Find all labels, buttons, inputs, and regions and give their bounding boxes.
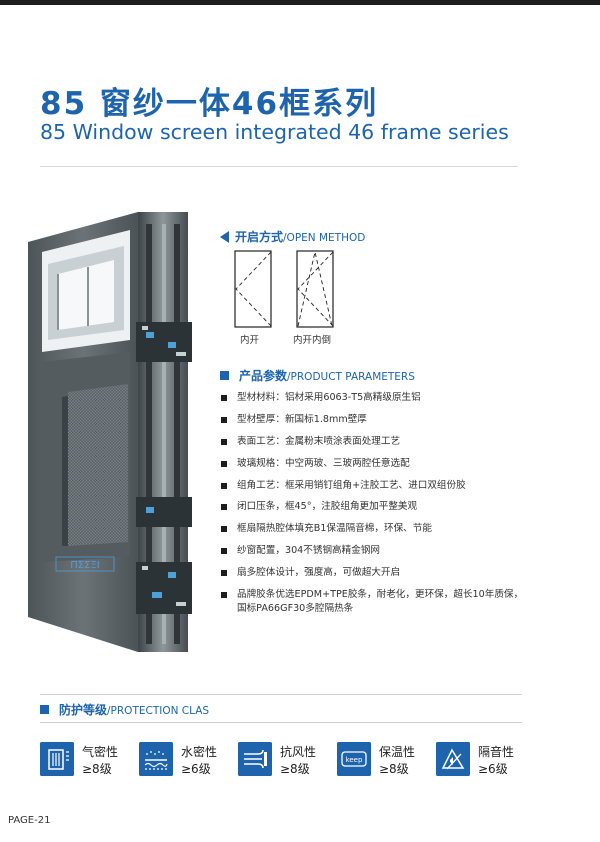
air-tightness-icon [40,742,74,776]
protection-name: 保温性 [379,745,416,759]
inward-opening-window-icon [234,250,272,328]
protection-level: ≥8级 [379,762,409,776]
list-item: 玻璃规格：中空两玻、三玻两腔任意选配 [219,457,579,471]
title-english: 85 Window screen integrated 46 frame ser… [40,120,509,144]
protection-level: ≥8级 [280,762,310,776]
page-number: PAGE-21 [8,815,51,826]
protection-level: ≥6级 [181,762,211,776]
param-text: 框扇隔热腔体填充B1保温隔音棉，环保、节能 [237,523,432,535]
param-text: 玻璃规格：中空两玻、三玻两腔任意选配 [237,457,410,469]
open-method-label-inward: 内开 [240,335,260,346]
protection-heading-cn: 防护等级 [59,703,108,717]
open-method-heading-cn: 开启方式 [235,230,284,244]
product-parameters-heading-en: /PRODUCT PARAMETERS [287,371,415,383]
list-item: 框扇隔热腔体填充B1保温隔音棉，环保、节能 [219,522,579,536]
protection-heading-en: /PROTECTION CLAS [107,705,210,717]
open-method-diagrams: 内开 内开内倒 [232,250,352,350]
param-text: 表面工艺：金属粉末喷涂表面处理工艺 [237,435,401,447]
triangle-left-icon [220,231,229,243]
param-text-line2: 国标PA66GF30多腔隔热条 [237,603,354,615]
param-text: 型材材料：铝材采用6063-T5高精级原生铝 [237,392,421,403]
protection-name: 隔音性 [478,745,515,759]
protection-level: ≥6级 [478,762,508,776]
sound-insulation-icon [436,742,470,776]
protection-name: 水密性 [181,745,218,759]
param-text: 纱窗配置，304不锈钢高精金钢网 [237,545,381,557]
param-text: 组角工艺：框采用销钉组角+注胶工艺、进口双组份胶 [237,479,466,491]
top-bar [0,0,600,5]
square-bullet-icon [220,371,229,380]
protection-heading: 防护等级/PROTECTION CLAS [40,701,209,718]
list-item: 纱窗配置，304不锈钢高精金钢网 [219,544,579,558]
title-divider [40,166,518,167]
title-chinese: 85 窗纱一体46框系列 [40,86,379,122]
tilt-and-turn-window-icon [296,250,334,328]
param-text: 闭口压条，框45°，注胶组角更加平整美观 [237,501,418,513]
list-item: 组角工艺：框采用销钉组角+注胶工艺、进口双组份胶 [219,479,579,493]
frame-logo: ΠΣΣΞΙ [70,560,99,571]
keep-text: keep [346,756,363,764]
heat-insulation-keep-icon: keep [337,742,371,776]
list-item: 型材材料：铝材采用6063-T5高精级原生铝 [219,391,579,405]
open-method-label-tilt-turn: 内开内倒 [293,335,332,346]
square-bullet-icon [40,705,49,714]
protection-level: ≥8级 [82,762,112,776]
param-text: 品牌胶条优选EPDM+TPE胶条，耐老化，更环保，超长10年质保， [237,589,524,601]
protection-name: 气密性 [82,745,119,759]
param-text: 型材壁厚：新国标1.8mm壁厚 [237,413,367,425]
param-text: 扇多腔体设计，强度高，可做超大开启 [237,567,401,579]
list-item: 表面工艺：金属粉末喷涂表面处理工艺 [219,435,579,449]
open-method-heading: 开启方式/OPEN METHOD [220,228,365,245]
window-frame-product-image: ΠΣΣΞΙ [28,212,192,652]
protection-name: 抗风性 [280,745,317,759]
product-parameters-heading: 产品参数/PRODUCT PARAMETERS [220,367,415,384]
list-item: 型材壁厚：新国标1.8mm壁厚 [219,413,579,427]
wind-resistance-icon [238,742,272,776]
water-tightness-icon [139,742,173,776]
product-parameters-heading-cn: 产品参数 [239,369,288,383]
protection-divider-bottom [40,722,522,723]
list-item: 闭口压条，框45°，注胶组角更加平整美观 [219,500,579,514]
open-method-heading-en: /OPEN METHOD [283,232,366,244]
product-parameters-list: 型材材料：铝材采用6063-T5高精级原生铝 型材壁厚：新国标1.8mm壁厚 表… [219,391,579,624]
list-item: 品牌胶条优选EPDM+TPE胶条，耐老化，更环保，超长10年质保， 国标PA66G… [219,588,579,616]
protection-divider-top [40,694,522,695]
list-item: 扇多腔体设计，强度高，可做超大开启 [219,566,579,580]
